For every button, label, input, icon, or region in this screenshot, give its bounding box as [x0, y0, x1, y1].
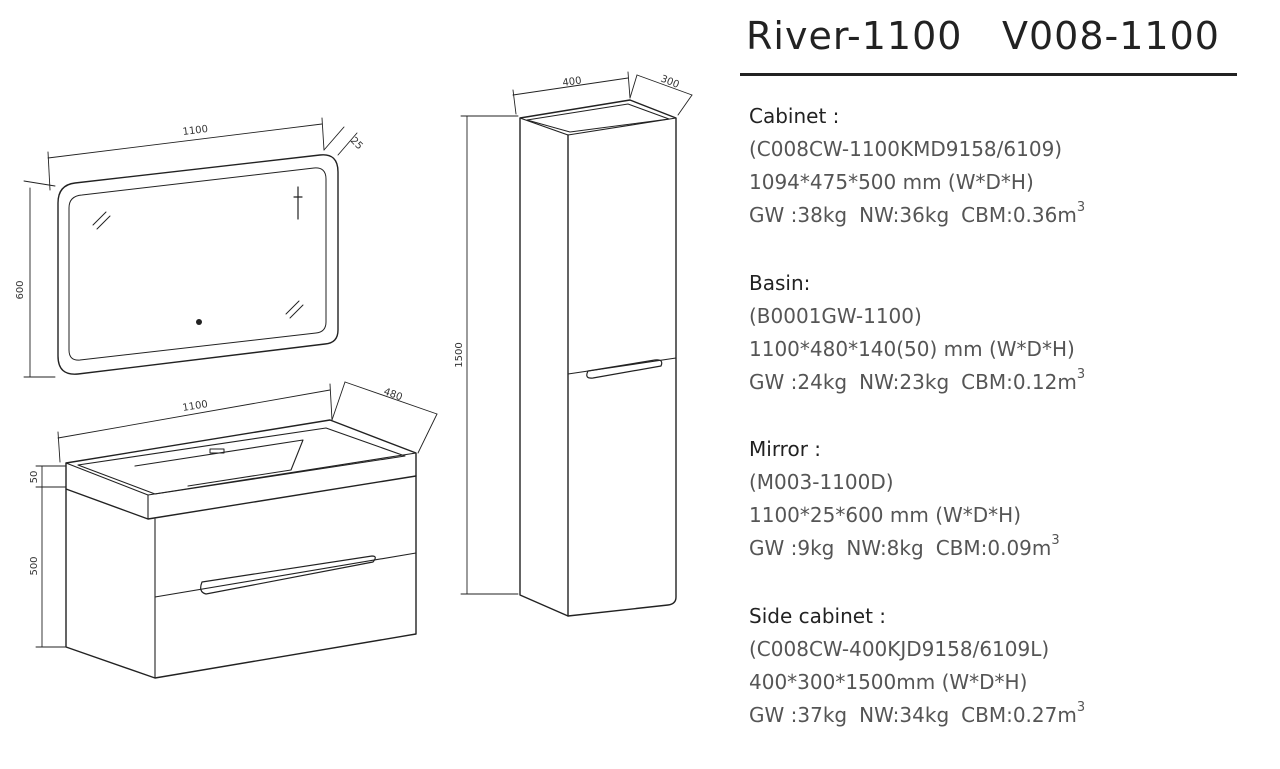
page-title: River-1100 V008-1100	[746, 14, 1236, 64]
mirror-drawing	[57, 154, 339, 375]
spec-code: (M003-1100D)	[749, 470, 894, 494]
basin-height-label: 50	[29, 471, 40, 484]
basin-top	[65, 419, 417, 520]
spec-size: 1094*475*500 mm (W*D*H)	[749, 170, 1034, 194]
mirror-dimension-lines	[23, 117, 358, 378]
cabinet-height-label: 500	[29, 556, 40, 575]
spec-code: (C008CW-1100KMD9158/6109)	[749, 137, 1063, 161]
side-cabinet-dimension-lines	[460, 71, 693, 595]
title-divider	[740, 73, 1237, 76]
spec-heading: Cabinet :	[749, 104, 840, 128]
vanity-dimension-lines	[35, 381, 438, 648]
mirror-frame	[57, 154, 339, 375]
model-code: V008-1100	[1002, 14, 1220, 58]
basin-bowl	[77, 427, 406, 495]
cabinet-body	[65, 475, 417, 679]
mirror-depth-label: 25	[348, 135, 365, 152]
basin-depth-label: 480	[382, 386, 404, 403]
model-name: River-1100	[746, 14, 963, 58]
spec-heading: Mirror :	[749, 437, 822, 461]
spec-size: 1100*480*140(50) mm (W*D*H)	[749, 337, 1075, 361]
technical-drawing: 1100 25 600 1100 480 50 500 400 300 1500	[15, 71, 693, 679]
spec-heading: Side cabinet :	[749, 604, 887, 628]
vanity-drawing	[65, 419, 417, 679]
spec-code: (B0001GW-1100)	[749, 304, 922, 328]
basin-width-label: 1100	[182, 399, 209, 414]
side-cabinet-handle	[586, 359, 663, 379]
drawer-handle	[200, 555, 376, 595]
side-height-label: 1500	[454, 342, 465, 367]
spec-side-cabinet: Side cabinet : (C008CW-400KJD9158/6109L)…	[749, 600, 1249, 732]
touch-switch-icon	[293, 186, 303, 220]
side-width-label: 400	[562, 75, 582, 89]
sensor-dot-icon	[196, 319, 202, 325]
mirror-height-label: 600	[15, 280, 26, 299]
spec-cabinet: Cabinet : (C008CW-1100KMD9158/6109) 1094…	[749, 100, 1249, 232]
mirror-width-label: 1100	[182, 124, 209, 138]
side-depth-label: 300	[659, 74, 681, 91]
side-cabinet-drawing	[519, 99, 677, 617]
spec-size: 400*300*1500mm (W*D*H)	[749, 670, 1028, 694]
spec-basin: Basin: (B0001GW-1100) 1100*480*140(50) m…	[749, 267, 1249, 399]
spec-code: (C008CW-400KJD9158/6109L)	[749, 637, 1050, 661]
spec-mirror: Mirror : (M003-1100D) 1100*25*600 mm (W*…	[749, 433, 1249, 565]
spec-heading: Basin:	[749, 271, 811, 295]
spec-size: 1100*25*600 mm (W*D*H)	[749, 503, 1022, 527]
mirror-glass	[68, 167, 327, 361]
